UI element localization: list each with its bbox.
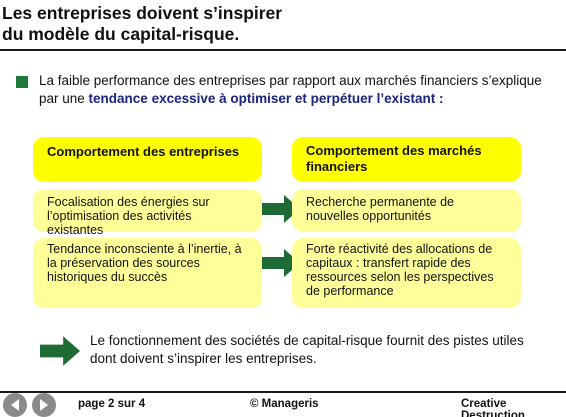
- row-1-right-box: Recherche permanente de nouvelles opport…: [292, 189, 521, 232]
- row-1-right-text: Recherche permanente de nouvelles opport…: [306, 195, 455, 223]
- intro-emphasis: tendance excessive à optimiser et perpét…: [88, 91, 444, 106]
- arrow-right-icon: [262, 249, 300, 277]
- slide-title: Les entreprises doivent s’inspirer du mo…: [2, 3, 422, 45]
- next-button[interactable]: [32, 393, 56, 417]
- bullet-square-icon: [16, 76, 28, 88]
- conclusion-text: Le fonctionnement des sociétés de capita…: [90, 333, 524, 366]
- row-2-left-text: Tendance inconsciente à l’inertie, à la …: [47, 242, 242, 284]
- slide-title-line-2: du modèle du capital-risque.: [2, 24, 240, 44]
- row-1-left-text: Focalisation des énergies sur l’optimisa…: [47, 195, 210, 237]
- header-entreprises: Comportement des entreprises: [33, 137, 262, 182]
- row-2-left-box: Tendance inconsciente à l’inertie, à la …: [33, 238, 262, 308]
- row-2-right-text: Forte réactivité des allocations de capi…: [306, 242, 494, 298]
- copyright: © Manageris: [250, 398, 319, 410]
- row-1-left-box: Focalisation des énergies sur l’optimisa…: [33, 189, 262, 237]
- intro-text: La faible performance des entreprises pa…: [39, 73, 542, 106]
- slide-title-line-1: Les entreprises doivent s’inspirer: [2, 3, 283, 23]
- prev-button[interactable]: [3, 393, 27, 417]
- section-title: Creative Destruction: [461, 398, 525, 417]
- header-marches-label: Comportement des marchés financiers: [306, 143, 482, 174]
- header-marches: Comportement des marchés financiers: [292, 137, 521, 182]
- arrow-right-icon: [262, 195, 300, 223]
- title-divider: [0, 49, 566, 51]
- arrow-right-icon: [40, 336, 80, 366]
- page-indicator: page 2 sur 4: [78, 398, 146, 410]
- chevron-left-icon: [11, 399, 19, 411]
- footer-divider: [0, 391, 566, 393]
- row-2-right-box: Forte réactivité des allocations de capi…: [292, 238, 521, 308]
- intro-paragraph: La faible performance des entreprises pa…: [39, 72, 559, 108]
- chevron-right-icon: [40, 399, 48, 411]
- header-entreprises-label: Comportement des entreprises: [47, 144, 240, 159]
